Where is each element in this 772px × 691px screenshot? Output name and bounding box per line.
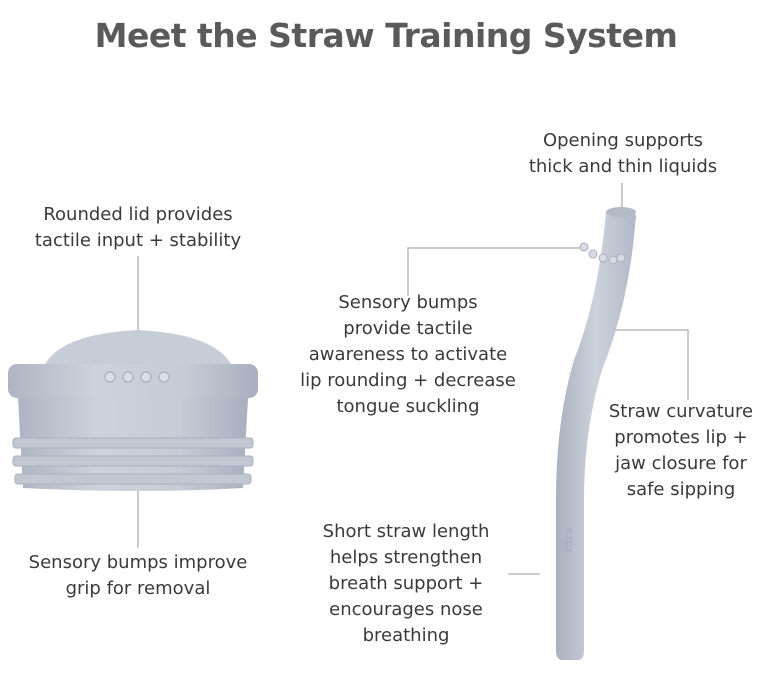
callout-straw-curvature-line-2: promotes lip +: [614, 427, 748, 448]
callout-straw-length-line-1: Short straw length: [322, 521, 490, 542]
straw-bumps-leader: [407, 247, 583, 296]
callout-straw-length: Short straw length helps strengthen brea…: [306, 519, 506, 649]
callout-straw-bumps-line-2: provide tactile: [343, 318, 473, 339]
lid-graphic: [8, 330, 258, 491]
callout-straw-bumps-line-1: Sensory bumps: [338, 292, 478, 313]
straw-body: [556, 209, 636, 660]
callout-straw-curvature-line-1: Straw curvature: [608, 401, 754, 422]
callout-lid-top-line-2: tactile input + stability: [34, 230, 242, 251]
callout-straw-curvature-line-4: safe sipping: [626, 479, 736, 500]
callout-straw-opening-line-2: thick and thin liquids: [528, 156, 718, 177]
callout-straw-bumps-line-5: tongue suckling: [336, 396, 480, 417]
callout-straw-length-line-5: breathing: [362, 625, 450, 646]
callout-lid-bottom-line-2: grip for removal: [65, 578, 211, 599]
callout-straw-length-line-4: encourages nose: [329, 599, 483, 620]
callout-straw-bumps-line-3: awareness to activate: [308, 344, 508, 365]
straw-logo: ezpz: [563, 528, 576, 554]
curvature-leader: [603, 329, 689, 400]
straw-opening: [606, 207, 636, 217]
callout-straw-curvature-line-3: jaw closure for: [615, 453, 747, 474]
callout-lid-bottom: Sensory bumps improve grip for removal: [4, 550, 272, 602]
callout-straw-bumps: Sensory bumps provide tactile awareness …: [280, 290, 536, 420]
callout-straw-length-line-3: breath support +: [328, 573, 484, 594]
page-title: Meet the Straw Training System: [94, 16, 678, 55]
callout-straw-opening: Opening supports thick and thin liquids: [508, 128, 738, 180]
callout-lid-top: Rounded lid provides tactile input + sta…: [10, 202, 266, 254]
straw-graphic: ezpz: [556, 207, 636, 660]
callout-straw-curvature: Straw curvature promotes lip + jaw closu…: [590, 399, 772, 503]
callout-lid-top-line-1: Rounded lid provides: [43, 204, 233, 225]
lid-sensory-bumps: [104, 371, 170, 383]
lid-collar: [8, 364, 258, 398]
lid-dome: [44, 330, 232, 366]
callout-lid-bottom-line-1: Sensory bumps improve: [28, 552, 248, 573]
callout-straw-length-line-2: helps strengthen: [329, 547, 483, 568]
callout-straw-bumps-line-4: lip rounding + decrease: [300, 370, 516, 391]
callout-straw-opening-line-1: Opening supports: [542, 130, 704, 151]
straw-sensory-bumps: [579, 242, 626, 265]
